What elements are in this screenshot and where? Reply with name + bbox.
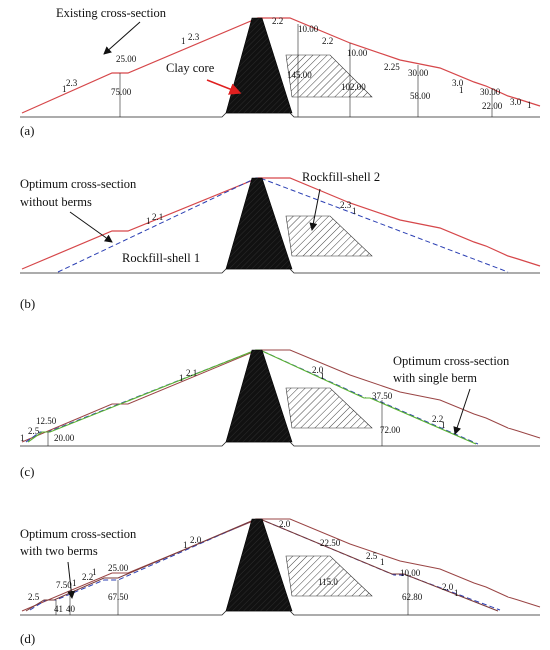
dim-2-5b: 2.5: [366, 551, 378, 561]
dim-12-50: 12.50: [36, 416, 57, 426]
caption-b: (b): [20, 296, 35, 311]
clay-core: [225, 177, 293, 270]
caption-d: (d): [20, 631, 35, 646]
dim-22: 22.00: [482, 101, 503, 111]
dim-20: 20.00: [54, 433, 75, 443]
panel-a: Existing cross-section Clay core 25.00 7…: [20, 6, 541, 138]
dim-2-2b: 2.2: [322, 36, 333, 46]
slope-1b: 1: [179, 373, 184, 383]
ground-line: [20, 441, 540, 447]
dim-62-80: 62.80: [402, 592, 423, 602]
slope-1b: 1: [181, 36, 186, 46]
dim-115: 115.0: [318, 577, 338, 587]
dim-10a: 10.00: [298, 24, 319, 34]
dim-2-2: 2.2: [272, 16, 283, 26]
dim-40: 40: [66, 604, 76, 614]
dim-10b: 10.00: [347, 48, 368, 58]
dim-2-0a: 2.0: [190, 535, 202, 545]
rockfill-shell-2: [285, 387, 373, 429]
rockfill-shell-2: [285, 555, 373, 597]
optimum-two-berm-outline: [25, 518, 499, 612]
slope-2-1: 2.1: [152, 212, 163, 222]
rockfill-shell-2: [285, 54, 373, 98]
optimum-label: Optimum cross-section: [393, 354, 510, 368]
existing-section-outline: [21, 177, 541, 270]
panel-d: Optimum cross-section with two berms 2.5…: [20, 518, 541, 646]
ground-line: [20, 268, 540, 274]
dim-3-0b: 3.0: [510, 97, 522, 107]
optimum-label-2: with two berms: [20, 544, 98, 558]
dim-7-50: 7.50: [56, 580, 72, 590]
dim-2-2: 2.2: [432, 414, 443, 424]
existing-section-outline: [21, 349, 541, 443]
dim-2-5: 2.5: [28, 592, 40, 602]
slope-1d: 1: [380, 557, 385, 567]
dim-25: 25.00: [116, 54, 137, 64]
existing-section-outline: [21, 17, 541, 114]
rockfill-shell-2: [285, 215, 373, 257]
dim-2-5: 2.5: [28, 426, 40, 436]
slope-2-3a: 2.3: [66, 78, 78, 88]
slope-1a: 1: [146, 216, 151, 226]
dim-2-25: 2.25: [384, 62, 400, 72]
dim-75: 75.00: [111, 87, 132, 97]
dim-41: 41: [54, 604, 63, 614]
slope-2-3: 2.3: [340, 200, 352, 210]
optimum-no-berm-outline: [57, 177, 509, 273]
slope-1b: 1: [92, 567, 97, 577]
slope-1d: 1: [441, 420, 446, 430]
rockfill-shell-1-label: Rockfill-shell 1: [122, 251, 200, 265]
ground-line: [20, 610, 540, 616]
clay-core: [225, 17, 293, 114]
dim-2-1: 2.1: [186, 368, 197, 378]
dim-2-0c: 2.0: [442, 582, 454, 592]
dim-3-0a: 3.0: [452, 78, 464, 88]
caption-a: (a): [20, 123, 34, 138]
optimum-label: Optimum cross-section: [20, 527, 137, 541]
dim-10: 10.00: [400, 568, 421, 578]
slope-1c: 1: [183, 540, 188, 550]
clay-core: [225, 518, 293, 612]
panel-c: Optimum cross-section with single berm 1…: [20, 349, 541, 479]
slope-1d: 1: [527, 100, 532, 110]
dim-30b: 30.00: [480, 87, 501, 97]
dim-30a: 30.00: [408, 68, 429, 78]
optimum-label: Optimum cross-section: [20, 177, 137, 191]
dim-58: 58.00: [410, 91, 431, 101]
slope-1a: 1: [72, 578, 77, 588]
dim-102: 102.00: [341, 82, 366, 92]
clay-core-label: Clay core: [166, 61, 215, 75]
slope-1a: 1: [62, 84, 67, 94]
slope-2-3b: 2.3: [188, 32, 200, 42]
slope-1c: 1: [459, 85, 464, 95]
slope-1a: 1: [20, 433, 25, 443]
existing-section-label: Existing cross-section: [56, 6, 167, 20]
optimum-label-2: without berms: [20, 195, 92, 209]
dim-25: 25.00: [108, 563, 129, 573]
dim-67-50: 67.50: [108, 592, 129, 602]
optimum-label-2: with single berm: [393, 371, 477, 385]
slope-1e: 1: [454, 588, 459, 598]
dim-2-0b: 2.0: [279, 519, 291, 529]
dim-37-50: 37.50: [372, 391, 393, 401]
clay-core: [225, 349, 293, 443]
dim-145: 145.00: [287, 70, 312, 80]
dim-2-0: 2.0: [312, 365, 324, 375]
dim-2-2: 2.2: [82, 572, 93, 582]
caption-c: (c): [20, 464, 34, 479]
slope-1b: 1: [352, 206, 357, 216]
dim-72: 72.00: [380, 425, 401, 435]
rockfill-shell-2-label: Rockfill-shell 2: [302, 170, 380, 184]
panel-b: Optimum cross-section without berms Rock…: [20, 170, 541, 311]
dim-22-50: 22.50: [320, 538, 341, 548]
optimum-two-berm-dashed: [29, 518, 501, 611]
ground-line: [20, 112, 540, 118]
existing-section-outline: [21, 518, 541, 612]
slope-1c: 1: [320, 371, 325, 381]
